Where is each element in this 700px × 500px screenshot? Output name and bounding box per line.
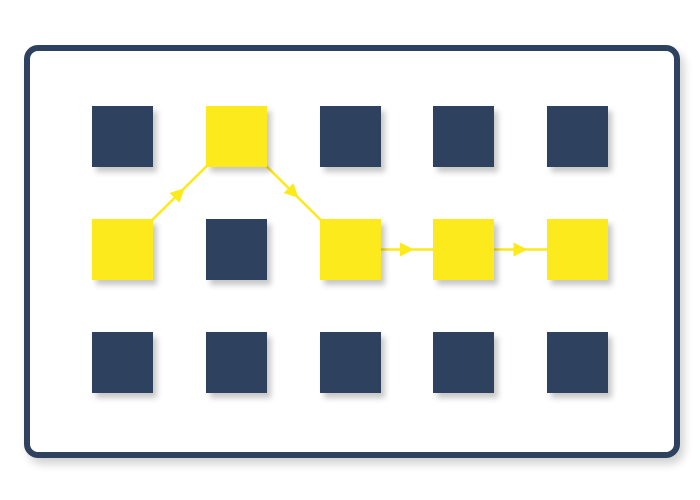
grid-nodes (92, 106, 608, 393)
grid-node-r0-c0 (92, 106, 153, 167)
grid-node-r0-c3 (433, 106, 494, 167)
path-arrow-4 (513, 242, 528, 257)
highlighted-node-r1-c3 (433, 219, 494, 280)
highlighted-node-r1-c2 (320, 219, 381, 280)
grid-node-r2-c4 (547, 332, 608, 393)
path-arrow-3 (400, 242, 414, 257)
highlighted-node-r1-c4 (547, 219, 608, 280)
grid-node-r1-c1 (206, 219, 267, 280)
highlighted-node-r1-c0 (92, 219, 153, 280)
path-arrow-2 (283, 183, 299, 198)
grid-node-r0-c4 (547, 106, 608, 167)
grid-node-r2-c3 (433, 332, 494, 393)
grid-node-r2-c2 (320, 332, 381, 393)
path-arrow-1 (169, 188, 185, 203)
highlighted-node-r0-c1 (206, 106, 267, 167)
grid-node-r2-c1 (206, 332, 267, 393)
grid-node-r0-c2 (320, 106, 381, 167)
grid-node-r2-c0 (92, 332, 153, 393)
